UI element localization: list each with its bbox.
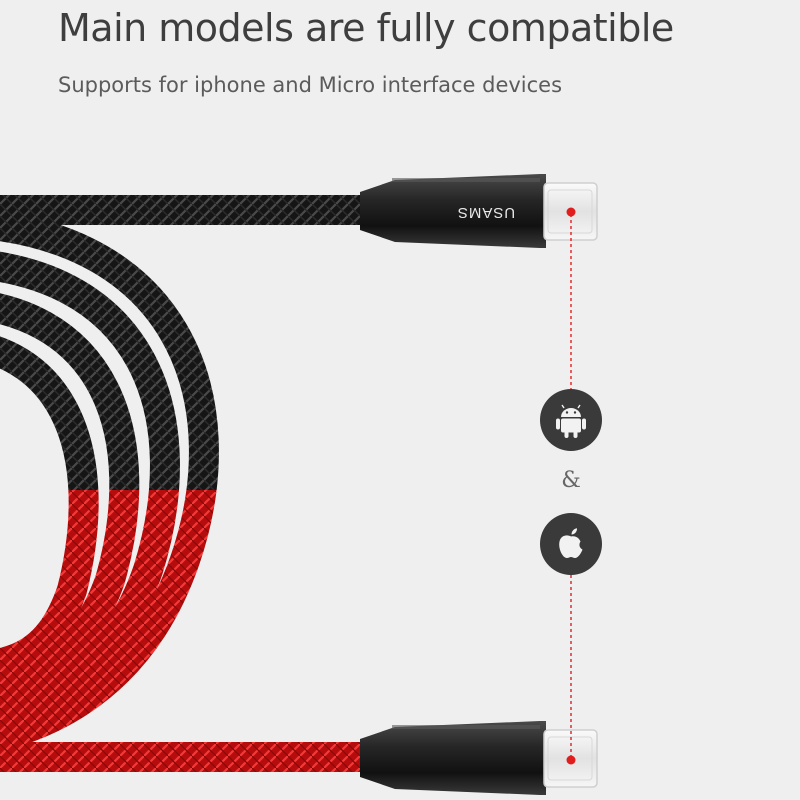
bottom-dot [566,755,576,765]
page-subheadline: Supports for iphone and Micro interface … [58,73,563,97]
top-connector [360,174,546,248]
bottom-cable [0,742,370,772]
brand-logo: USAMS [456,204,516,221]
apple-icon [540,513,602,575]
android-icon [540,389,602,451]
coil-black [0,211,219,490]
top-dot [566,207,576,217]
page-headline: Main models are fully compatible [58,6,674,50]
bottom-connector [360,721,546,795]
ampersand-separator: & [561,468,581,493]
coil-red [0,490,217,752]
top-cable [0,195,370,225]
